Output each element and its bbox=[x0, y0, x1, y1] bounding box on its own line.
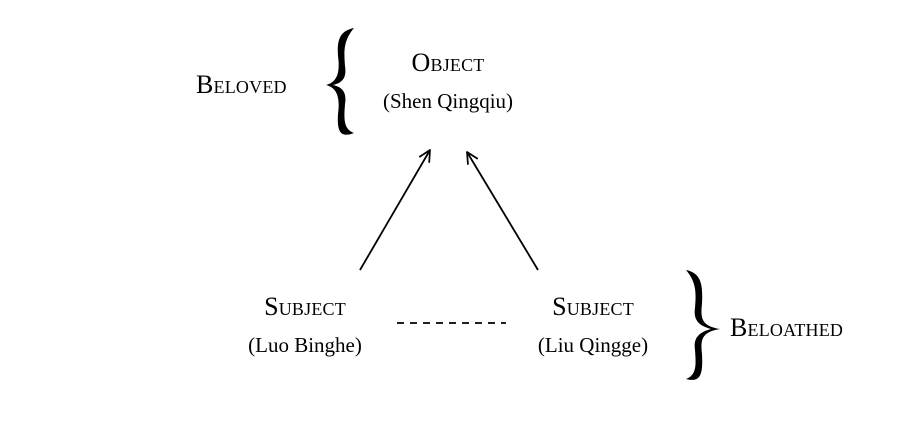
subject-luo-binghe-name: (Luo Binghe) bbox=[248, 333, 362, 357]
arrow-luo-binghe-to-object bbox=[359, 149, 431, 271]
left-curly-brace-icon bbox=[326, 28, 354, 135]
beloved-label: Beloved bbox=[196, 70, 287, 99]
subject-liu-qingge-name: (Liu Qingge) bbox=[537, 333, 649, 357]
beloathed-label: Beloathed bbox=[730, 313, 844, 342]
subject-liu-qingge-title: Subject bbox=[552, 292, 634, 321]
object-title: Object bbox=[411, 48, 485, 77]
arrow-liu-qingge-to-object bbox=[466, 151, 539, 271]
subject-luo-binghe-title: Subject bbox=[264, 292, 346, 321]
object-name: (Shen Qingqiu) bbox=[382, 89, 514, 113]
right-curly-brace-icon bbox=[686, 270, 720, 380]
